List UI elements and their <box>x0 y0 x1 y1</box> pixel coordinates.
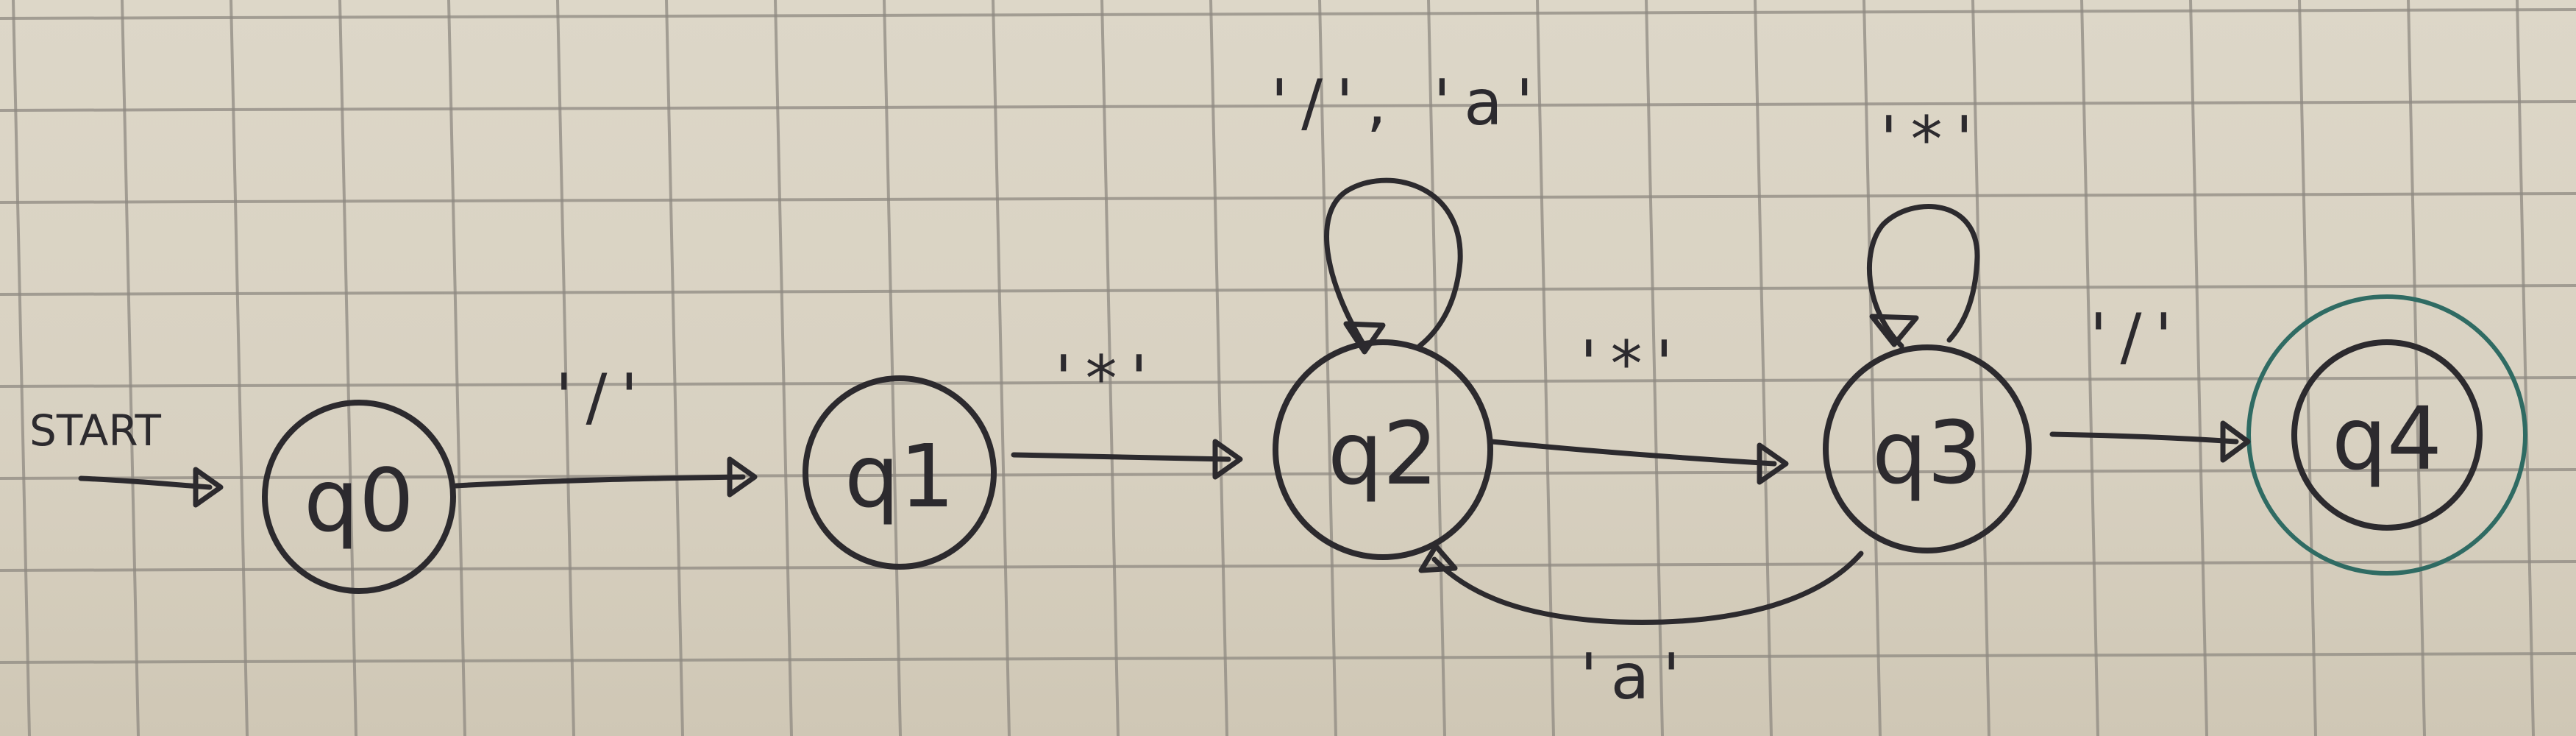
edge-q2-q3-arrowhead <box>1757 442 1789 485</box>
grid-line-vertical <box>338 0 357 736</box>
start-label: START <box>29 406 161 456</box>
state-q3: q3 <box>1823 344 2032 553</box>
start-arrowhead <box>193 467 224 508</box>
grid-line-vertical <box>2407 0 2426 736</box>
state-q3-circle <box>1823 344 2032 553</box>
edge-q3-q4-arrowhead <box>2220 420 2251 463</box>
edge-q3-q4-label: '/' <box>2090 300 2185 374</box>
grid-line-vertical <box>121 0 140 736</box>
grid-line-vertical <box>1427 0 1446 736</box>
state-q4-circle <box>2291 339 2483 531</box>
edge-q3-q2-arrowhead <box>1418 543 1458 573</box>
state-q0-label: q0 <box>304 450 414 551</box>
grid-line-horizontal <box>0 468 2576 480</box>
state-q4-accepting-ring <box>2246 294 2527 576</box>
edge-q3-q3-arrowhead <box>1869 314 1919 347</box>
grid-line-horizontal <box>0 100 2576 112</box>
start-arrow: START <box>29 406 224 508</box>
transition-q2-q3: '*' <box>1489 328 1789 485</box>
edge-q2-q3-line <box>1489 439 1777 467</box>
grid-line-vertical <box>1645 0 1664 736</box>
edge-q3-q3-loop <box>1866 204 1980 349</box>
grid-line-vertical <box>1209 0 1228 736</box>
transition-q3-q2: 'a' <box>1418 543 1864 714</box>
edge-q0-q1-label: '/' <box>555 361 651 434</box>
edge-q2-q2-arrowhead <box>1343 321 1386 355</box>
state-q2: q2 <box>1273 339 1493 560</box>
grid-line-vertical <box>556 0 575 736</box>
edge-q3-q2-line <box>1431 551 1864 625</box>
start-edge-line <box>78 475 213 490</box>
transition-q3-q4: '/' <box>2049 300 2251 463</box>
grid-line-vertical <box>2298 0 2317 736</box>
transition-q3-q3: '*' <box>1866 103 1986 349</box>
grid-line-vertical <box>2189 0 2208 736</box>
edge-q1-q2-line <box>1011 452 1231 462</box>
edge-q0-q1-arrowhead <box>727 456 758 498</box>
grid-line-horizontal <box>0 8 2576 20</box>
edge-q3-q4-line <box>2049 431 2239 445</box>
state-q1-circle <box>803 375 997 570</box>
grid-line-vertical <box>883 0 902 736</box>
grid-line-horizontal <box>0 284 2576 296</box>
grid-line-horizontal <box>0 376 2576 388</box>
edge-q1-q2-label: '*' <box>1055 342 1161 416</box>
state-q4-label: q4 <box>2332 388 2442 489</box>
state-q3-label: q3 <box>1872 402 1982 503</box>
transition-q1-q2: '*' <box>1011 342 1243 480</box>
state-q2-circle <box>1273 339 1493 560</box>
grid-line-vertical <box>665 0 684 736</box>
state-q2-label: q2 <box>1328 403 1438 504</box>
grid-line-vertical <box>1318 0 1337 736</box>
state-q1: q1 <box>803 375 997 570</box>
grid-line-vertical <box>774 0 793 736</box>
edge-q1-q2-arrowhead <box>1212 439 1243 480</box>
state-q1-label: q1 <box>844 425 955 527</box>
grid-line-vertical <box>1100 0 1120 736</box>
grid-line-vertical <box>230 0 249 736</box>
grid-line-vertical <box>992 0 1011 736</box>
edge-q2-q2-label: '/', 'a' <box>1271 66 1547 140</box>
edge-q3-q2-label: 'a' <box>1580 640 1693 714</box>
grid-line-vertical <box>1862 0 1882 736</box>
transition-q0-q1: '/' <box>453 361 758 498</box>
edge-q3-q3-label: '*' <box>1880 103 1986 177</box>
grid-line-vertical <box>12 0 31 736</box>
edge-q0-q1-line <box>453 474 746 489</box>
grid-line-vertical <box>2080 0 2099 736</box>
state-q0-circle <box>262 400 456 594</box>
edge-q2-q3-label: '*' <box>1580 328 1686 401</box>
grid-line-horizontal <box>0 192 2576 204</box>
grid-line-vertical <box>447 0 466 736</box>
edge-q2-q2-loop <box>1324 177 1463 349</box>
state-q0: q0 <box>262 400 456 594</box>
grid-line-horizontal <box>0 560 2576 572</box>
grid-line-vertical <box>2516 0 2535 736</box>
state-q4: q4 <box>2246 294 2527 576</box>
grid-line-vertical <box>1754 0 1773 736</box>
grid-line-horizontal <box>0 652 2576 664</box>
transition-q2-q2: '/', 'a' <box>1271 66 1547 355</box>
grid-line-vertical <box>1971 0 1990 736</box>
